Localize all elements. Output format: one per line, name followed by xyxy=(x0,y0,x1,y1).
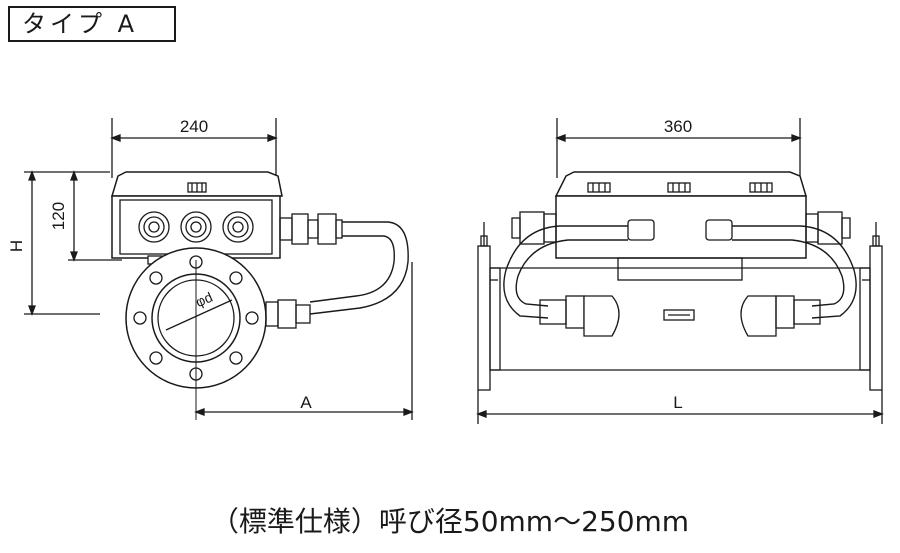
front-view xyxy=(24,118,414,420)
dim-h-label: H xyxy=(7,240,26,252)
transducer-right xyxy=(740,295,821,337)
side-view xyxy=(476,118,884,424)
cable-gland-2 xyxy=(180,211,212,243)
dim-a-label: A xyxy=(300,393,312,412)
caption: （標準仕様）呼び径50mm〜250mm xyxy=(210,505,690,538)
dim-240-label: 240 xyxy=(180,117,208,136)
cable-gland-1 xyxy=(138,211,170,243)
transducer-left xyxy=(539,295,620,337)
dim-360-label: 360 xyxy=(664,117,692,136)
cable-gland-3 xyxy=(222,211,254,243)
dim-l-label: L xyxy=(673,393,682,412)
dim-phid-label: φd xyxy=(193,289,215,310)
dim-120-label: 120 xyxy=(49,202,68,230)
diagram-title: タイプ A xyxy=(8,6,176,42)
